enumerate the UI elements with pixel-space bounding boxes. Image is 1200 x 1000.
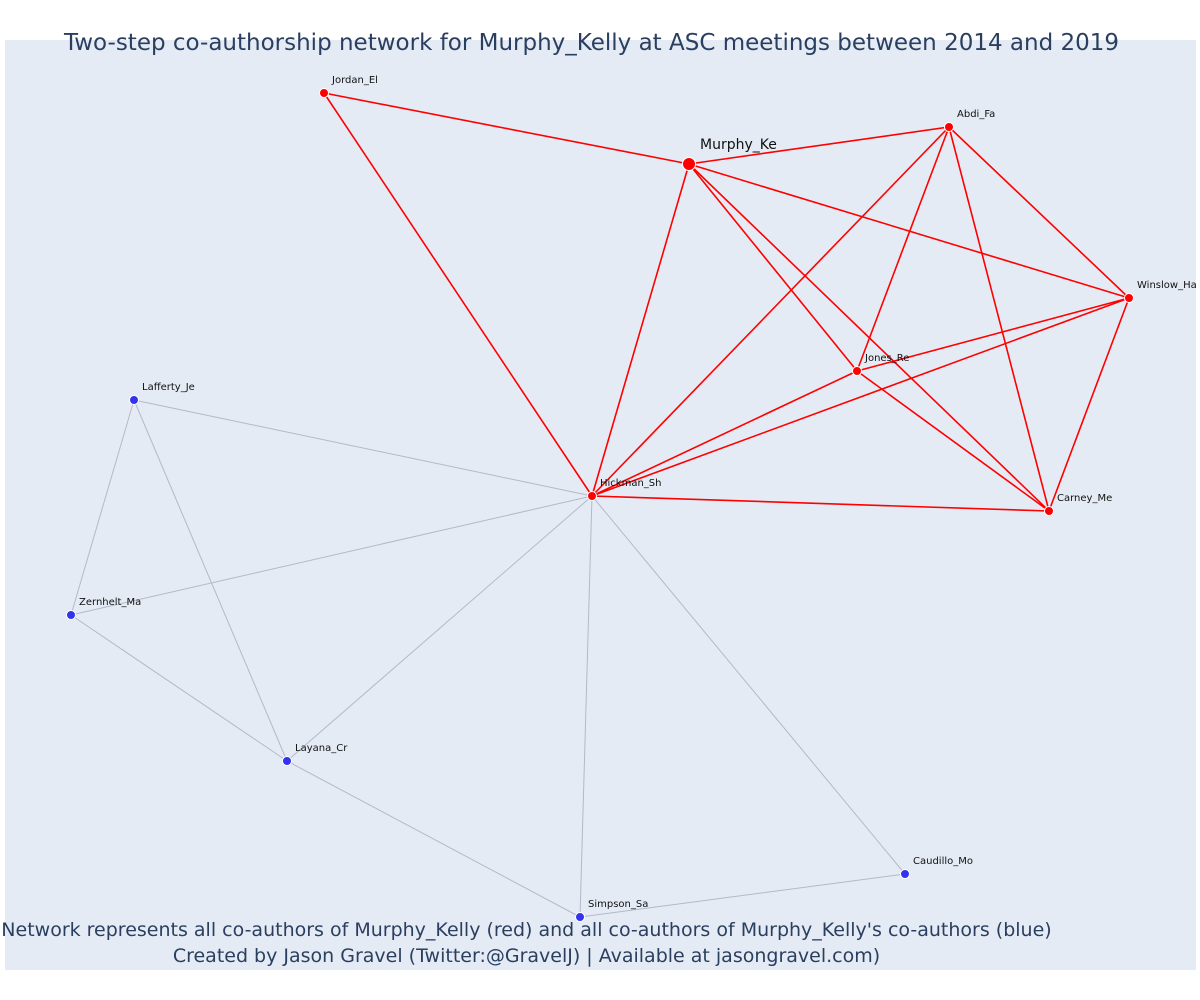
edge-Murphy_Ke-Abdi_Fa <box>688 126 950 165</box>
node-Layana_Cr[interactable] <box>282 756 292 766</box>
edge-Lafferty_Je-Hickman_Sh <box>133 399 593 497</box>
node-label-Zernhelt_Ma: Zernhelt_Ma <box>79 597 141 608</box>
edge-Layana_Cr-Hickman_Sh <box>286 495 593 762</box>
edge-Murphy_Ke-Jones_Re <box>688 163 858 372</box>
node-Jones_Re[interactable] <box>852 366 862 376</box>
node-Zernhelt_Ma[interactable] <box>66 610 76 620</box>
edge-Winslow_Ha-Carney_Me <box>1048 297 1130 512</box>
node-label-Caudillo_Mo: Caudillo_Mo <box>913 856 973 867</box>
node-label-Abdi_Fa: Abdi_Fa <box>957 109 995 120</box>
node-Simpson_Sa[interactable] <box>575 912 585 922</box>
node-labels-layer: Murphy_Ke Jordan_ElAbdi_FaWinslow_HaJones… <box>79 75 1197 910</box>
caption-line-2: Created by Jason Gravel (Twitter:@Gravel… <box>172 945 881 967</box>
edge-Abdi_Fa-Winslow_Ha <box>948 126 1130 299</box>
node-Murphy_Ke[interactable] <box>682 157 696 171</box>
node-label-Lafferty_Je: Lafferty_Je <box>142 382 195 393</box>
node-label-Jones_Re: Jones_Re <box>864 353 909 364</box>
node-Lafferty_Je[interactable] <box>129 395 139 405</box>
edge-Jordan_El-Murphy_Ke <box>323 92 690 165</box>
edge-Zernhelt_Ma-Hickman_Sh <box>70 495 593 616</box>
edge-Abdi_Fa-Hickman_Sh <box>591 126 950 497</box>
node-Carney_Me[interactable] <box>1044 506 1054 516</box>
edge-Murphy_Ke-Hickman_Sh <box>591 163 690 497</box>
node-Abdi_Fa[interactable] <box>944 122 954 132</box>
edge-Jordan_El-Hickman_Sh <box>323 92 593 497</box>
node-label-Hickman_Sh: Hickman_Sh <box>600 478 661 489</box>
edge-Winslow_Ha-Jones_Re <box>856 297 1130 372</box>
node-Winslow_Ha[interactable] <box>1124 293 1134 303</box>
nodes-layer <box>66 88 1134 922</box>
node-label-Simpson_Sa: Simpson_Sa <box>588 899 648 910</box>
node-label-Jordan_El: Jordan_El <box>331 75 378 86</box>
edge-Zernhelt_Ma-Layana_Cr <box>70 614 288 762</box>
edge-Jones_Re-Hickman_Sh <box>591 370 858 497</box>
edge-Caudillo_Mo-Hickman_Sh <box>591 495 906 875</box>
edge-Jones_Re-Carney_Me <box>856 370 1050 512</box>
node-Jordan_El[interactable] <box>319 88 329 98</box>
edge-Winslow_Ha-Hickman_Sh <box>591 297 1130 497</box>
edge-Lafferty_Je-Layana_Cr <box>133 399 288 762</box>
edge-Simpson_Sa-Hickman_Sh <box>579 495 593 918</box>
edge-Abdi_Fa-Carney_Me <box>948 126 1050 512</box>
node-label-Murphy_Ke: Murphy_Ke <box>700 137 777 153</box>
chart-title: Two-step co-authorship network for Murph… <box>63 30 1120 56</box>
node-label-Carney_Me: Carney_Me <box>1057 493 1112 504</box>
node-Hickman_Sh[interactable] <box>587 491 597 501</box>
edge-Simpson_Sa-Caudillo_Mo <box>579 873 906 918</box>
caption-line-1: Network represents all co-authors of Mur… <box>1 919 1052 941</box>
first-degree-edges <box>323 92 1130 512</box>
second-degree-edges <box>70 399 906 918</box>
edge-Lafferty_Je-Zernhelt_Ma <box>70 399 135 616</box>
plot-background <box>5 40 1196 970</box>
edge-Hickman_Sh-Carney_Me <box>591 495 1050 512</box>
edge-Layana_Cr-Simpson_Sa <box>286 760 581 918</box>
edge-Abdi_Fa-Jones_Re <box>856 126 950 372</box>
node-label-Winslow_Ha: Winslow_Ha <box>1137 280 1197 291</box>
node-label-Layana_Cr: Layana_Cr <box>295 743 348 754</box>
node-Caudillo_Mo[interactable] <box>900 869 910 879</box>
